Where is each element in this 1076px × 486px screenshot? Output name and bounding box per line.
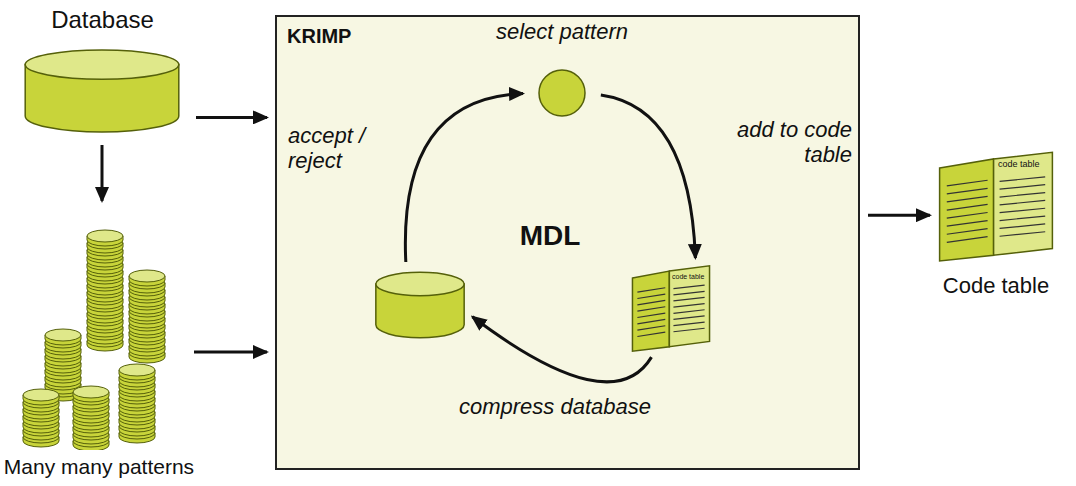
text-holder: Database xyxy=(20,7,185,34)
flow-arrow xyxy=(101,145,104,201)
database-cylinder xyxy=(374,270,466,340)
text-holder: KRIMP xyxy=(287,25,407,47)
text-holder: compress database xyxy=(440,395,670,420)
step-label: accept / reject xyxy=(288,124,388,173)
pattern-stacks: Many many patterns xyxy=(3,205,195,485)
flow-arrow xyxy=(196,116,267,119)
text-holder: add to code table xyxy=(712,118,852,167)
flow-arrow xyxy=(868,214,930,217)
booklet-title: code table xyxy=(672,273,710,281)
code-table-booklet: code tableCode table xyxy=(922,150,1070,310)
select-circle xyxy=(537,68,587,118)
text-holder: select pattern xyxy=(452,20,672,45)
text-holder: Many many patterns xyxy=(3,455,195,479)
database-cylinder xyxy=(22,47,182,135)
panel-title: KRIMP xyxy=(287,25,407,47)
select-circle: select pattern xyxy=(452,20,672,125)
text-holder: Code table xyxy=(922,274,1070,299)
pattern-stacks xyxy=(5,205,180,450)
krimp-panel-fill xyxy=(275,15,860,470)
database-cylinder: Database xyxy=(20,5,185,137)
code-table-booklet: code table xyxy=(630,264,712,352)
node-caption: Many many patterns xyxy=(3,455,195,479)
step-label: compress database xyxy=(440,395,670,420)
node-heading: Database xyxy=(20,7,185,34)
center-label: MDL xyxy=(505,220,595,251)
node-caption: Code table xyxy=(922,274,1070,299)
text-holder: accept / reject xyxy=(288,124,388,173)
text-holder: code table xyxy=(672,273,710,281)
flow-arrow xyxy=(405,94,523,263)
step-label: select pattern xyxy=(452,20,672,45)
database-cylinder xyxy=(374,270,466,340)
flow-arrow xyxy=(472,317,651,382)
booklet-title: code table xyxy=(998,159,1052,169)
text-holder: MDL xyxy=(505,220,595,251)
flow-arrow xyxy=(194,351,267,354)
text-holder: code table xyxy=(998,159,1052,169)
flow-arrow xyxy=(601,95,696,258)
step-label: add to code table xyxy=(712,118,852,167)
